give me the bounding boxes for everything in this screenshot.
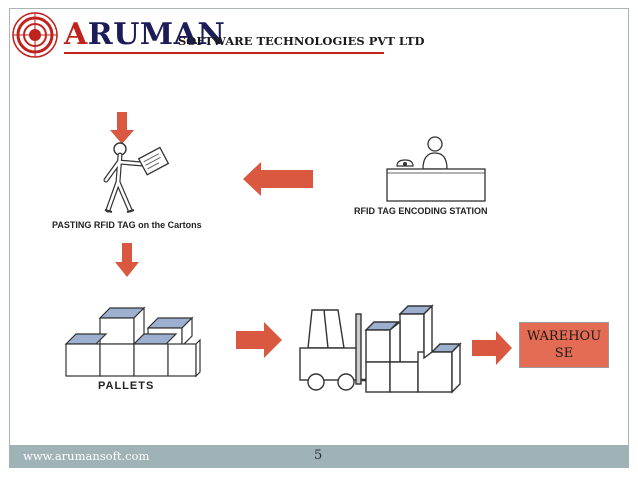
right-arrow-icon (472, 331, 512, 365)
warehouse-box: WAREHOU SE (519, 322, 609, 368)
encoding-station-icon (386, 136, 486, 202)
forklift-icon (299, 304, 462, 394)
person-pasting-icon (103, 142, 170, 213)
footer-url: www.arumansoft.com (23, 449, 150, 463)
slide-number: 5 (314, 448, 323, 463)
down-arrow-icon (110, 112, 134, 144)
brand-first-letter: A (64, 17, 88, 52)
slide-frame (9, 8, 629, 468)
brand-rest: RUMAN (87, 17, 226, 52)
header-underline (64, 52, 384, 54)
right-arrow-icon (236, 322, 282, 358)
left-arrow-icon (243, 162, 313, 196)
encoding-label: RFID TAG ENCODING STATION (354, 206, 488, 216)
brand-name: ARUMAN (64, 18, 225, 52)
company-tagline: SOFTWARE TECHNOLOGIES PVT LTD (178, 34, 425, 48)
down-arrow-icon (115, 243, 139, 277)
pasting-label: PASTING RFID TAG on the Cartons (52, 220, 202, 230)
aruman-logo-icon (12, 12, 58, 58)
pallets-icon (64, 306, 201, 378)
footer-bar: www.arumansoft.com 5 (9, 445, 629, 468)
pallets-label: PALLETS (98, 380, 155, 392)
